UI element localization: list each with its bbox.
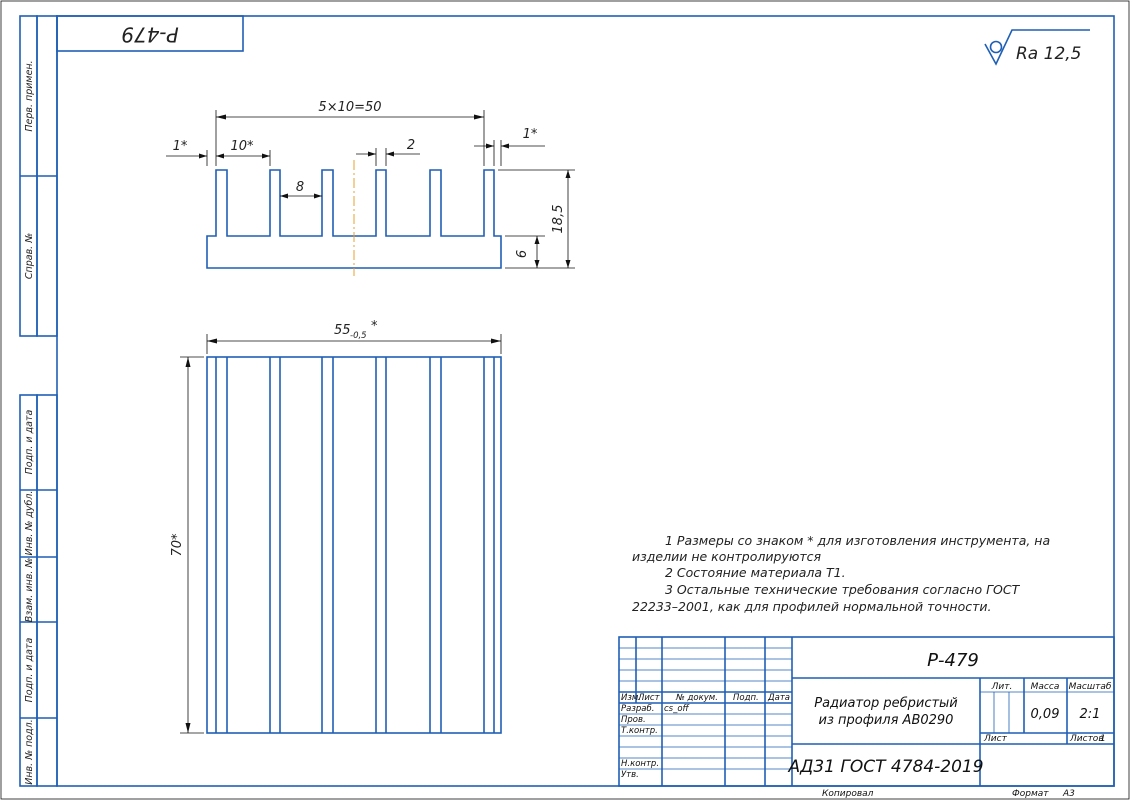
dim-slot-width-text: 8 [296, 180, 304, 195]
note-line: изделии не контролируются [632, 549, 822, 564]
tb-role-razrab: Разраб. [621, 704, 654, 714]
side-label-podp2: Подп. и дата [24, 637, 35, 702]
tb-scale-label: Масштаб [1069, 682, 1112, 692]
tb-lit-label: Лит. [991, 682, 1013, 692]
note-line: 3 Остальные технические требования согла… [665, 582, 1021, 597]
side-label-podp1: Подп. и дата [24, 409, 35, 474]
tb-role-nkontr: Н.контр. [621, 759, 659, 769]
roughness-value: Ra 12,5 [1016, 44, 1082, 64]
dim-width-main: 55 [334, 323, 351, 338]
tb-head-date: Дата [767, 693, 790, 703]
tb-head-doc: № докум. [675, 693, 718, 703]
dim-width-tolerance: -0,5 [350, 331, 367, 341]
tb-format-label: Формат [1012, 789, 1049, 799]
tb-sheets-label: Листов [1069, 734, 1104, 744]
dim-right-edge-text: 1* [523, 127, 538, 142]
side-label-perv: Перв. примен. [24, 60, 35, 131]
tb-head-izm: Изм. [621, 693, 641, 703]
dim-slot-width [280, 193, 322, 199]
dim-fin-width [356, 148, 420, 166]
tb-sheet-label: Лист [983, 734, 1008, 744]
tb-mass-label: Масса [1031, 682, 1060, 692]
tb-role-utv: Утв. [621, 770, 639, 780]
side-label-inv-dubl: Инв. № дубл. [24, 491, 35, 556]
tb-developer: cs_off [664, 704, 690, 714]
tb-name-line1: Радиатор ребристый [814, 696, 958, 711]
dim-width [206, 334, 502, 354]
side-label-sprav: Справ. № [24, 233, 35, 279]
dim-right-edge [474, 140, 545, 166]
dim-base [505, 235, 545, 268]
tb-role-tkontr: Т.контр. [621, 726, 658, 736]
note-line: 1 Размеры со знаком * для изготовления и… [665, 533, 1050, 548]
side-label-vzam: Взам. инв. № [24, 558, 35, 623]
tb-name-line2: из профиля АВ0290 [819, 713, 954, 728]
dim-left-edge [166, 150, 271, 166]
tb-designation: Р-479 [927, 650, 979, 671]
profile-cross-section [206, 169, 502, 269]
dim-total-pitch [215, 110, 485, 166]
dim-width-star: * [371, 319, 378, 334]
dim-pitch-text: 10* [230, 139, 254, 154]
dim-base-text: 6 [515, 250, 530, 258]
tb-head-sign: Подп. [733, 693, 759, 703]
tb-sheets-count: 1 [1100, 734, 1106, 744]
dim-length [180, 356, 204, 734]
tb-material: АД31 ГОСТ 4784-2019 [787, 757, 983, 777]
profile-plan-view [206, 356, 502, 734]
tb-head-list: Лист [637, 693, 661, 703]
technical-notes: 1 Размеры со знаком * для изготовления и… [632, 533, 1050, 614]
tb-scale-value: 2:1 [1080, 707, 1101, 722]
title-block [618, 636, 1115, 787]
dim-length-text: 70* [170, 533, 185, 557]
dim-height [498, 169, 575, 269]
dim-fin-width-text: 2 [407, 138, 415, 153]
side-label-inv-podl: Инв. № подл. [24, 719, 35, 785]
dim-height-text: 18,5 [551, 205, 566, 234]
tb-role-prov: Пров. [621, 715, 646, 725]
note-line: 22233–2001, как для профилей нормальной … [632, 599, 991, 614]
dim-left-edge-text: 1* [173, 139, 188, 154]
left-side-strip [19, 15, 58, 787]
tb-format-value: А3 [1062, 789, 1075, 799]
side-labels: Перв. примен. Справ. № Подп. и дата Инв.… [24, 60, 35, 784]
tb-copied: Копировал [822, 789, 874, 799]
note-line: 2 Состояние материала Т1. [665, 565, 846, 580]
roughness-symbol [984, 29, 1090, 66]
tb-mass-value: 0,09 [1031, 707, 1060, 722]
code-box [56, 15, 244, 52]
dim-total-pitch-text: 5×10=50 [318, 100, 381, 115]
code-box-text: Р-479 [121, 23, 178, 47]
